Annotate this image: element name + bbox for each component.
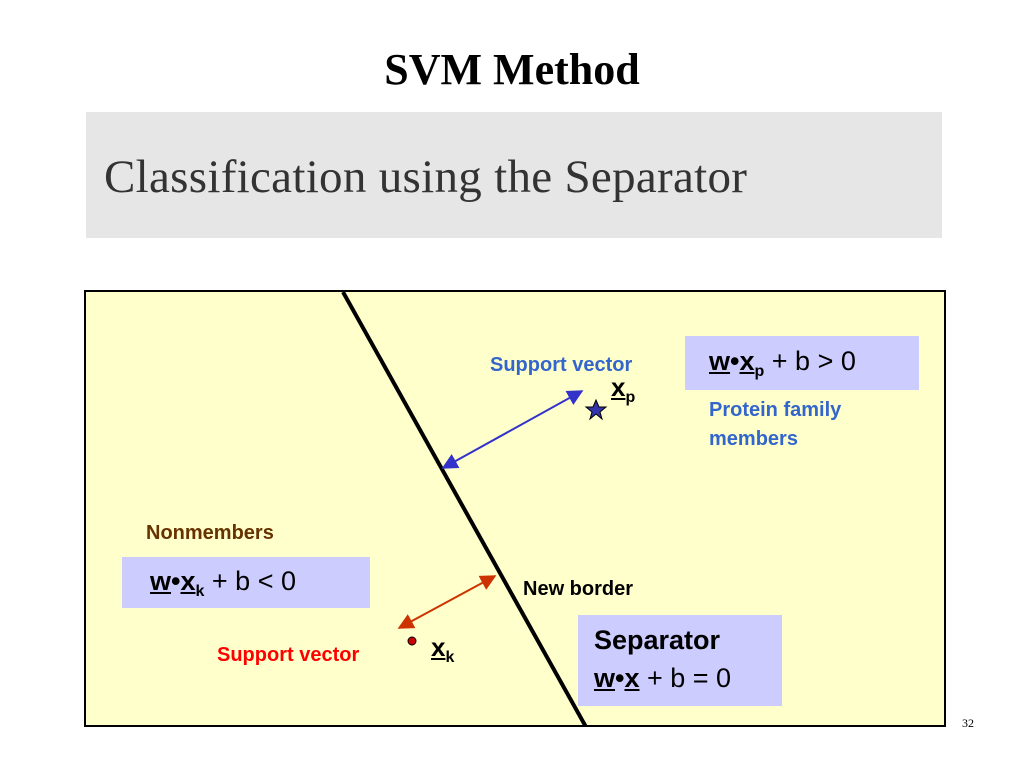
xk-subscript: k — [445, 649, 455, 666]
eq-nonmembers-w: w — [150, 566, 172, 596]
diagram-lines — [341, 292, 608, 725]
support-vector-top-label: Support vector — [490, 354, 633, 376]
eq-members-x: x — [739, 346, 755, 376]
eq-separator-dot: • — [615, 663, 625, 693]
eq-separator-x: x — [624, 663, 640, 693]
star-point-xp — [584, 398, 608, 421]
separator-line — [341, 292, 588, 725]
page-number: 32 — [962, 716, 974, 730]
support-vector-bottom-label: Support vector — [217, 644, 360, 666]
point-xk — [407, 636, 417, 646]
banner-text: Classification using the Separator — [104, 151, 748, 203]
eq-separator-w: w — [594, 663, 616, 693]
eq-nonmembers-dot: • — [171, 566, 181, 596]
eq-nonmembers-sub: k — [195, 583, 205, 600]
support-vector-arrow-top — [441, 390, 584, 469]
support-vector-arrow-bottom — [397, 575, 497, 629]
eq-members-dot: • — [730, 346, 740, 376]
xk-var: x — [431, 632, 446, 662]
new-border-label: New border — [523, 578, 634, 600]
protein-family-line2: members — [709, 428, 798, 450]
members-equation-box: w•xp + b > 0 — [685, 336, 919, 390]
protein-family-line1: Protein family — [709, 399, 842, 421]
eq-separator-rest: + b = 0 — [639, 663, 732, 693]
xp-subscript: p — [625, 389, 636, 406]
separator-equation: w•x + b = 0 — [594, 659, 782, 697]
separator-equation-box: Separator w•x + b = 0 — [578, 615, 782, 706]
eq-members-sub: p — [754, 363, 765, 380]
nonmembers-equation-box: w•xk + b < 0 — [122, 557, 370, 608]
eq-members-rest: + b > 0 — [764, 346, 856, 376]
svm-diagram: Support vector xp w•xp + b > 0 Protein f… — [84, 290, 946, 727]
xp-var: x — [611, 372, 626, 402]
eq-nonmembers-rest: + b < 0 — [204, 566, 296, 596]
eq-members-w: w — [709, 346, 731, 376]
nonmembers-label: Nonmembers — [146, 522, 274, 544]
slide-title: SVM Method — [384, 45, 640, 94]
subtitle-banner: Classification using the Separator — [86, 112, 942, 238]
eq-nonmembers-x: x — [180, 566, 196, 596]
xk-label: xk — [431, 632, 454, 667]
separator-title: Separator — [594, 625, 721, 655]
xp-label: xp — [611, 372, 635, 407]
